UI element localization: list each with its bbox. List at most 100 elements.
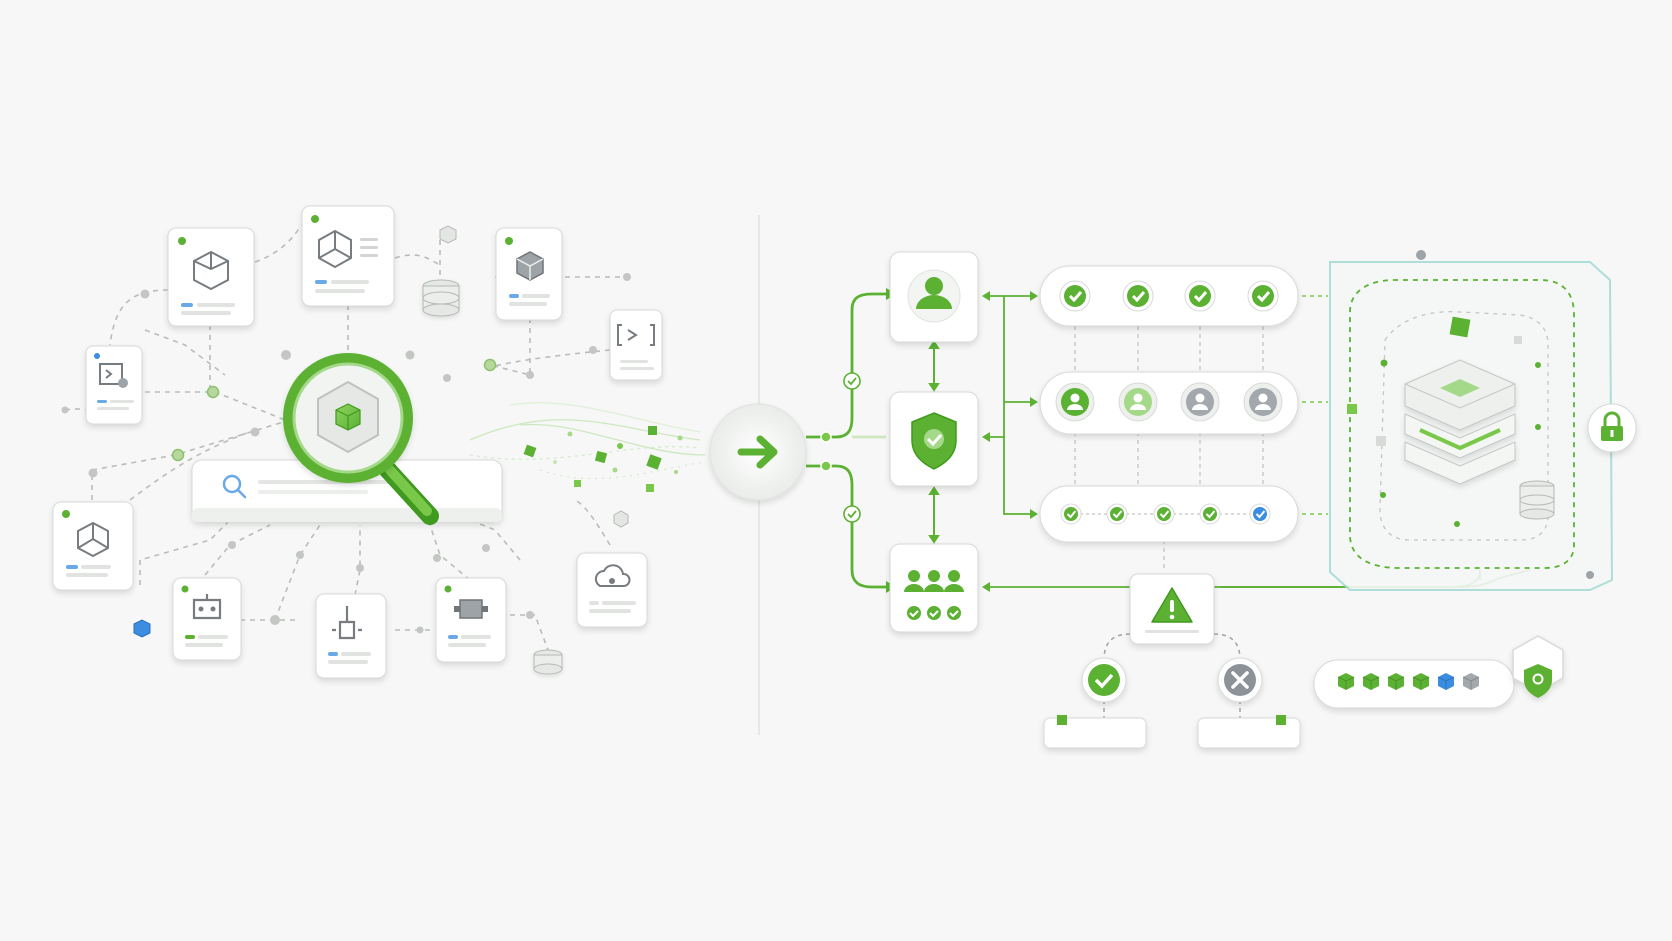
user-icon: [925, 277, 943, 295]
step-status-approved: [1153, 503, 1201, 525]
node-dot: [416, 626, 424, 634]
robot-head-icon: [459, 599, 483, 619]
connector: [429, 524, 471, 581]
user-status-row[interactable]: [1039, 371, 1299, 435]
user-status-inactive: [1243, 382, 1283, 422]
step-status-approved: [1106, 503, 1155, 525]
vertical-connectors: [928, 340, 940, 544]
node-dot: [482, 544, 490, 552]
check-status-approved: [1247, 280, 1279, 312]
token-green-cube-icon: [1337, 673, 1355, 690]
team-card[interactable]: [889, 543, 979, 633]
token-items: [1337, 673, 1480, 690]
connector: [139, 519, 231, 585]
node-dot: [623, 273, 631, 281]
node-dot: [61, 406, 69, 414]
connector: [209, 325, 286, 421]
connector: [394, 254, 441, 266]
node-dot: [526, 611, 534, 619]
token-green-cube-icon: [1387, 673, 1405, 690]
check-status-row[interactable]: [1039, 265, 1299, 327]
connector: [254, 224, 303, 263]
lock-button[interactable]: [1587, 403, 1637, 453]
transfer-arrow-button[interactable]: [709, 403, 807, 501]
user-status-pending: [1118, 382, 1158, 422]
database-icon: [422, 279, 460, 317]
approve-node[interactable]: [1081, 657, 1127, 703]
user-status-active: [1055, 382, 1095, 422]
warning-card[interactable]: [1129, 573, 1215, 645]
check-status-items: [1059, 280, 1279, 312]
node-dot: [270, 615, 280, 625]
connector: [510, 614, 549, 651]
service-card[interactable]: [172, 577, 242, 661]
user-group-icon: [904, 570, 964, 592]
service-card[interactable]: [609, 309, 663, 381]
connector: [129, 429, 256, 501]
identity-card[interactable]: [889, 251, 979, 343]
connector: [469, 519, 521, 561]
service-card[interactable]: [495, 227, 563, 321]
check-status-approved: [1184, 280, 1216, 312]
server-stack-icon: [1404, 359, 1516, 485]
connector: [91, 419, 291, 500]
approved-output[interactable]: [1043, 715, 1147, 749]
node-dot: [88, 468, 98, 478]
reject-node[interactable]: [1217, 657, 1263, 703]
check-circle-icon: [1088, 664, 1120, 696]
check-circle-icon: [907, 606, 961, 620]
connector: [489, 318, 531, 377]
node-dot: [171, 448, 185, 462]
service-card[interactable]: [435, 577, 507, 663]
connector: [144, 329, 226, 376]
magnifier-cube-icon: [283, 353, 439, 525]
check-status-approved: [1059, 280, 1091, 312]
service-card[interactable]: [85, 345, 143, 425]
rejected-output[interactable]: [1197, 715, 1301, 749]
node-dot: [140, 289, 150, 299]
database-icon: [1519, 480, 1555, 520]
token-blue-cube-icon: [1437, 673, 1455, 690]
floating-cubes: [133, 225, 629, 638]
vault-connectors: [1302, 295, 1328, 515]
node-dot: [206, 385, 220, 399]
network-nodes: [61, 273, 631, 634]
token-green-cube-icon: [1412, 673, 1430, 690]
shield-icon: [1524, 664, 1552, 698]
search-icon: [222, 474, 242, 494]
service-card[interactable]: [315, 593, 387, 679]
node-dot: [589, 346, 597, 354]
cube-outline-icon: [77, 521, 109, 558]
blue-cube-icon: [133, 619, 151, 638]
shield-badge[interactable]: [1512, 635, 1564, 698]
connector: [354, 525, 361, 596]
user-status-inactive: [1180, 382, 1220, 422]
check-badge-icon: [843, 505, 861, 523]
node-dot: [433, 554, 441, 562]
service-card[interactable]: [576, 552, 648, 628]
robot-icon: [192, 594, 222, 620]
check-status-approved: [1122, 280, 1154, 312]
cloud-icon: [594, 564, 631, 587]
data-stream: [469, 402, 706, 480]
cube-network-icon: [318, 229, 352, 269]
arrow-right-icon: [737, 435, 778, 469]
connector-dot: [820, 431, 832, 443]
gray-cube-icon: [439, 225, 457, 244]
node-dot: [356, 564, 364, 572]
stream-cubes: [523, 426, 683, 492]
node-dot: [526, 371, 534, 379]
policy-card[interactable]: [889, 391, 979, 487]
node-dot: [228, 541, 236, 549]
step-status-approved: [1060, 503, 1108, 525]
code-brackets-icon: [617, 324, 655, 346]
service-card[interactable]: [167, 227, 255, 327]
robot-arm-icon: [332, 606, 362, 640]
service-card[interactable]: [52, 501, 134, 591]
service-card[interactable]: [301, 205, 395, 307]
connector: [109, 289, 169, 346]
connector: [204, 524, 271, 576]
node-dot: [405, 350, 415, 360]
